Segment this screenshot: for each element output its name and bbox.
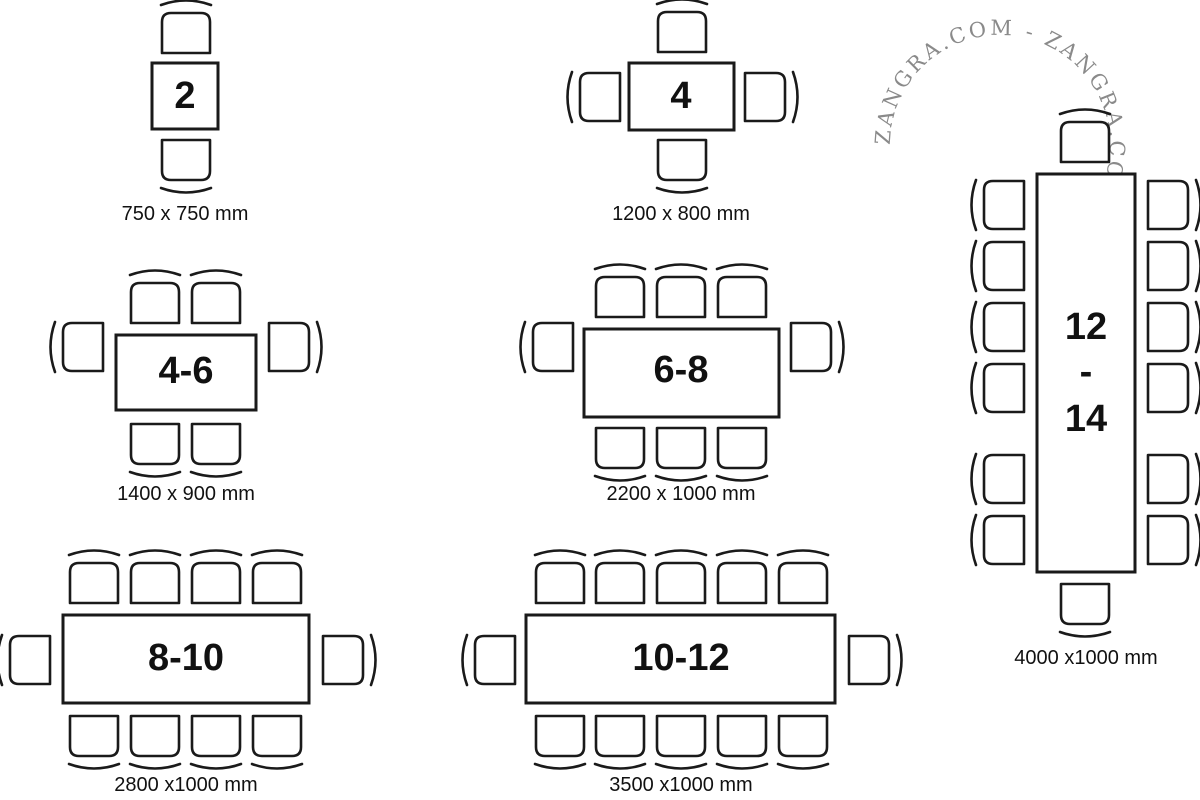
chair-icon: [970, 361, 1026, 415]
chair-icon: [0, 633, 52, 687]
chair-icon: [593, 426, 647, 482]
table-2-seats: 2 750 x 750 mm: [122, 0, 249, 225]
chair-icon: [847, 633, 903, 687]
chair-icon: [654, 714, 708, 770]
chairs-group: [970, 108, 1200, 638]
chair-icon: [1146, 513, 1200, 567]
chair-icon: [128, 422, 182, 478]
chair-icon: [1146, 452, 1200, 506]
table-dimensions: 2800 x1000 mm: [114, 774, 257, 796]
chair-icon: [715, 263, 769, 319]
chair-icon: [250, 549, 304, 605]
chair-icon: [1058, 108, 1112, 164]
chair-icon: [593, 714, 647, 770]
table-6-8-seats: 6-8 2200 x 1000 mm: [519, 263, 845, 505]
chair-icon: [654, 426, 708, 482]
chair-icon: [267, 320, 323, 374]
table-top: [627, 61, 736, 132]
table-top: [150, 61, 220, 131]
chair-icon: [250, 714, 304, 770]
chair-icon: [655, 138, 709, 194]
chairs-group: [159, 0, 213, 194]
chair-icon: [1146, 239, 1200, 293]
table-top: [1035, 172, 1137, 574]
table-top: [114, 333, 258, 412]
seat-count-label: 4: [670, 75, 691, 117]
chair-icon: [1146, 178, 1200, 232]
table-top: [524, 613, 837, 705]
chairs-group: [49, 269, 323, 478]
table-dimensions: 1400 x 900 mm: [117, 483, 255, 505]
chair-icon: [593, 263, 647, 319]
table-12-14-seats: 12 - 14 4000 x1000 mm: [970, 108, 1200, 669]
chair-icon: [655, 0, 709, 54]
chair-icon: [189, 714, 243, 770]
chair-icon: [189, 549, 243, 605]
chair-icon: [67, 549, 121, 605]
chair-icon: [159, 0, 213, 55]
chair-icon: [654, 549, 708, 605]
chairs-group: [519, 263, 845, 482]
chair-icon: [566, 70, 622, 124]
chair-icon: [593, 549, 647, 605]
table-top: [582, 327, 781, 419]
chair-icon: [128, 549, 182, 605]
table-8-10-seats: 8-10 2800 x1000 mm: [0, 549, 377, 796]
chair-icon: [789, 320, 845, 374]
chair-icon: [128, 714, 182, 770]
table-dimensions: 1200 x 800 mm: [612, 203, 750, 225]
seat-count-label: 4-6: [159, 350, 214, 392]
chair-icon: [189, 269, 243, 325]
chair-icon: [654, 263, 708, 319]
seat-count-label-line3: 14: [1065, 398, 1107, 440]
table-top: [61, 613, 311, 705]
chairs-group: [461, 549, 903, 770]
chair-icon: [970, 452, 1026, 506]
chair-icon: [970, 513, 1026, 567]
seat-count-label: 8-10: [148, 637, 224, 679]
chair-icon: [519, 320, 575, 374]
chair-icon: [715, 549, 769, 605]
chair-icon: [321, 633, 377, 687]
seat-count-label: 10-12: [632, 637, 729, 679]
chair-icon: [159, 138, 213, 194]
seat-count-label-line2: -: [1080, 351, 1093, 393]
chair-icon: [970, 300, 1026, 354]
chair-icon: [1146, 300, 1200, 354]
table-10-12-seats: 10-12 3500 x1000 mm: [461, 549, 903, 796]
table-dimensions: 750 x 750 mm: [122, 203, 249, 225]
seat-count-label-line1: 12: [1065, 306, 1107, 348]
chairs-group: [566, 0, 799, 194]
chair-icon: [776, 714, 830, 770]
chair-icon: [970, 178, 1026, 232]
chair-icon: [67, 714, 121, 770]
chair-icon: [533, 714, 587, 770]
chair-icon: [128, 269, 182, 325]
chair-icon: [533, 549, 587, 605]
chair-icon: [1146, 361, 1200, 415]
chair-icon: [743, 70, 799, 124]
chair-icon: [715, 426, 769, 482]
seat-count-label: 6-8: [654, 349, 709, 391]
chair-icon: [715, 714, 769, 770]
table-4-6-seats: 4-6 1400 x 900 mm: [49, 269, 323, 505]
chair-icon: [49, 320, 105, 374]
chairs-group: [0, 549, 377, 770]
chair-icon: [970, 239, 1026, 293]
chair-icon: [189, 422, 243, 478]
chair-icon: [1058, 582, 1112, 638]
chair-icon: [776, 549, 830, 605]
table-dimensions: 4000 x1000 mm: [1014, 647, 1157, 669]
chair-icon: [461, 633, 517, 687]
table-4-seats: 4 1200 x 800 mm: [566, 0, 799, 225]
seat-count-label: 2: [174, 75, 195, 117]
table-dimensions: 3500 x1000 mm: [609, 774, 752, 796]
table-dimensions: 2200 x 1000 mm: [607, 483, 756, 505]
